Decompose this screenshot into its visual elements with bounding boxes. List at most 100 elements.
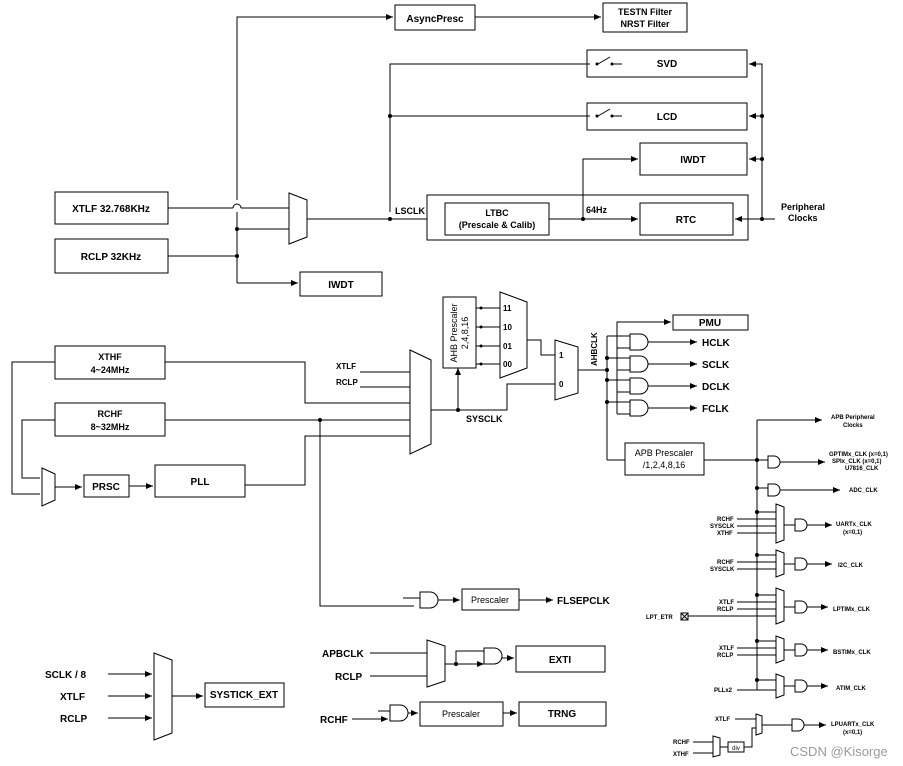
ahb-prescaler-block (442, 296, 477, 369)
iwdt-bottom-block (299, 271, 383, 297)
rclp-systick-label: RCLP (60, 714, 88, 725)
sysclk-label: SYSCLK (466, 414, 503, 424)
lpuart-mux (755, 713, 763, 736)
sclk-and-gate (629, 355, 649, 373)
apbclk-label: APBCLK (322, 649, 364, 660)
sysclk-mux (409, 349, 432, 455)
pllx2-label: PLLx2 (714, 688, 733, 694)
bstim-rclp-label: RCLP (717, 653, 733, 659)
mux-1-label: 1 (559, 351, 564, 360)
fclk-label: FCLK (702, 404, 729, 415)
pll-input-mux (41, 467, 56, 507)
xtlf-systick-label: XTLF (60, 692, 85, 703)
flsep-prescaler-label: Prescaler (471, 595, 509, 605)
systick-mux (153, 652, 173, 741)
testn-filter-label: TESTN Filter (618, 7, 673, 17)
prsc-label: PRSC (92, 482, 120, 493)
ahb-divider-mux (499, 291, 528, 379)
lsclk-mux (288, 192, 308, 245)
iwdt-top-block (639, 142, 748, 176)
low-speed-section: AsyncPresc TESTN Filter NRST Filter SVD … (54, 2, 825, 297)
rtc-label: RTC (676, 215, 697, 226)
i2c-mux (775, 549, 785, 578)
pmu-label: PMU (699, 318, 721, 329)
bstim-xtlf-label: XTLF (719, 646, 734, 652)
pll-label: PLL (191, 477, 210, 488)
sclk-label: SCLK (702, 360, 730, 371)
lpuart-clk-label: LPUARTx_CLK (831, 722, 875, 728)
u7816-clk-label: U7816_CLK (845, 466, 879, 472)
lptim-rclp-label: RCLP (717, 607, 733, 613)
systick-ext-block (204, 682, 285, 708)
i2c-rchf-label: RCHF (717, 560, 734, 566)
lsclk-label: LSCLK (395, 206, 425, 216)
flsepclk-label: FLSEPCLK (557, 596, 611, 607)
apb-prescaler-block (624, 442, 705, 476)
hclk-and-gate (629, 333, 649, 351)
peripheral-clocks-label-2: Clocks (788, 213, 818, 223)
uart-clk-label: UARTx_CLK (836, 522, 872, 528)
lpt-etr-label: LPT_ETR (646, 615, 673, 621)
f64hz-label: 64Hz (586, 205, 608, 215)
nrst-filter-label: NRST Filter (620, 19, 670, 29)
mux-01-label: 01 (503, 342, 512, 351)
exti-mux (426, 639, 446, 688)
spi-clk-label: SPIx_CLK (x=0,1) (832, 459, 882, 465)
rclp-input-label: RCLP (336, 378, 358, 387)
apb-prescaler-label: APB Prescaler (635, 448, 694, 458)
ltbc-block (444, 202, 550, 236)
lpuart-xtlf-label: XTLF (715, 717, 730, 723)
trng-prescaler-block (419, 701, 504, 727)
peripheral-clocks-label: Peripheral (781, 202, 825, 212)
exti-label: EXTI (549, 655, 571, 666)
bstim-mux (775, 635, 785, 664)
dclk-and-gate (629, 377, 649, 395)
xthf-label: XTHF (98, 352, 122, 362)
uart-and-gate (794, 518, 808, 532)
pll-block (154, 464, 246, 498)
xthf-freq-label: 4~24MHz (91, 365, 130, 375)
atim-and-gate (794, 679, 808, 693)
dclk-label: DCLK (702, 382, 731, 393)
xtlf-oscillator-label: XTLF 32.768KHz (72, 204, 150, 215)
apb-peripheral-clocks-label: APB Peripheral (831, 415, 875, 421)
atim-mux (775, 673, 785, 699)
adc-and-gate (767, 483, 781, 497)
gptim-clk-label: GPTIMx_CLK (x=0,1) (829, 452, 888, 458)
trng-prescaler-label: Prescaler (442, 709, 480, 719)
atim-clk-label: ATIM_CLK (836, 686, 867, 692)
pmu-block (672, 314, 749, 331)
lpuart-clk-index-label: (x=0,1) (843, 730, 862, 736)
hclk-label: HCLK (702, 338, 731, 349)
lptim-mux (775, 587, 785, 625)
uart-sysclk-label: SYSCLK (710, 524, 735, 530)
lptim-and-gate (794, 600, 808, 614)
lpuart-div-mux (712, 735, 721, 758)
testn-nrst-filter-block (602, 2, 688, 33)
trng-and-gate (389, 704, 409, 722)
iwdt-bottom-label: IWDT (328, 280, 354, 291)
exti-block (515, 645, 606, 673)
lpuart-rchf-label: RCHF (673, 740, 690, 746)
adc-clk-label: ADC_CLK (849, 488, 878, 494)
bstim-clk-label: BSTIMx_CLK (833, 650, 871, 656)
svd-label: SVD (657, 59, 678, 70)
ahb-prescaler-values: 2,4,8,16 (460, 317, 470, 350)
high-speed-section: XTHF 4~24MHz RCHF 8~32MHz PRSC PLL XTLF … (11, 291, 766, 741)
rclp-oscillator-block (54, 238, 169, 274)
sclk8-label: SCLK / 8 (45, 670, 87, 681)
ltbc-label: LTBC (485, 208, 509, 218)
trng-block (518, 701, 607, 727)
uart-clk-index-label: (x=0,1) (843, 530, 862, 536)
uart-mux (775, 503, 785, 544)
lpuart-xthf-label: XTHF (673, 752, 689, 758)
rchf-trng-label: RCHF (320, 715, 348, 726)
rclp-oscillator-label: RCLP 32KHz (81, 252, 141, 263)
xthf-oscillator-block (54, 345, 166, 380)
mux-10-label: 10 (503, 323, 512, 332)
i2c-sysclk-label: SYSCLK (710, 567, 735, 573)
lcd-label: LCD (657, 112, 678, 123)
exti-and-gate (483, 647, 503, 665)
rtc-block (639, 202, 734, 236)
